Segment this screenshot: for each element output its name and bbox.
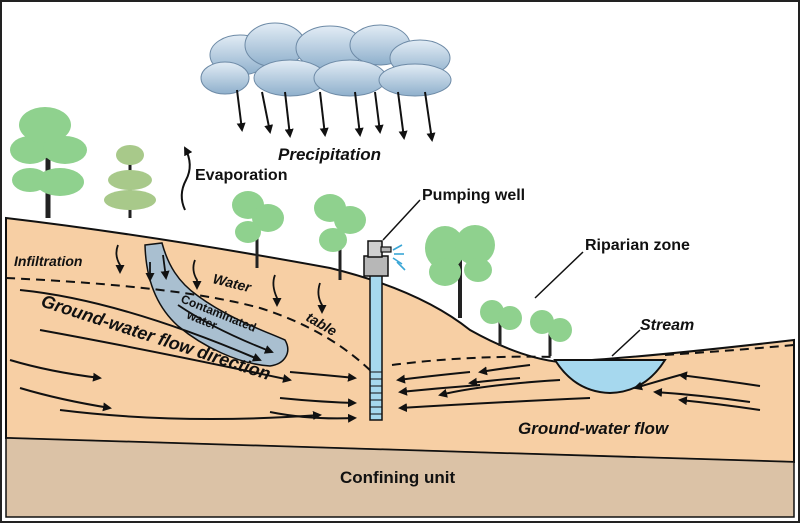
- pump-spout: [380, 246, 392, 253]
- tree-conifer: [104, 145, 156, 218]
- pump-head: [367, 240, 383, 258]
- aquifer-soil: [5, 216, 795, 464]
- well-screen: [370, 371, 382, 415]
- tree-mid-2: [314, 194, 366, 280]
- water-table-line-right: [391, 355, 556, 366]
- pumping-well-label: Pumping well: [422, 187, 525, 204]
- rain-arrows: [236, 89, 436, 142]
- confining-unit-layer: [5, 437, 795, 518]
- spray-water: [392, 244, 406, 271]
- pump-body: [363, 255, 389, 277]
- gw-flow-label: Ground-water flow: [518, 419, 670, 438]
- tree-riparian-large: [425, 225, 495, 318]
- flow-arrows-right: [396, 364, 761, 413]
- clouds: [200, 22, 452, 97]
- pumping-well: [363, 240, 406, 421]
- evaporation-label: Evaporation: [195, 167, 287, 184]
- precipitation-label: Precipitation: [278, 145, 381, 164]
- tree-large-left: [10, 107, 87, 218]
- contaminated-plume: [144, 242, 289, 367]
- water-table-line-far: [664, 344, 795, 356]
- stream-leader: [611, 329, 641, 357]
- stream-label: Stream: [640, 317, 694, 334]
- well-casing: [369, 274, 383, 421]
- infiltration-arrows: [115, 244, 327, 314]
- evaporation-arrow: [180, 146, 193, 211]
- trees: [10, 107, 572, 356]
- tree-riparian-small-1: [480, 300, 522, 346]
- tree-riparian-small-2: [530, 310, 572, 356]
- water-table-line: [5, 277, 376, 376]
- riparian-leader: [534, 251, 584, 299]
- flow-arrows-left: [9, 289, 357, 423]
- riparian-zone-label: Riparian zone: [585, 237, 690, 254]
- plume-flow-arrows: [145, 254, 274, 354]
- tree-mid-1: [232, 191, 284, 268]
- infiltration-label: Infiltration: [14, 253, 82, 269]
- pumping-well-leader: [382, 199, 421, 241]
- confining-unit-label: Confining unit: [340, 468, 456, 487]
